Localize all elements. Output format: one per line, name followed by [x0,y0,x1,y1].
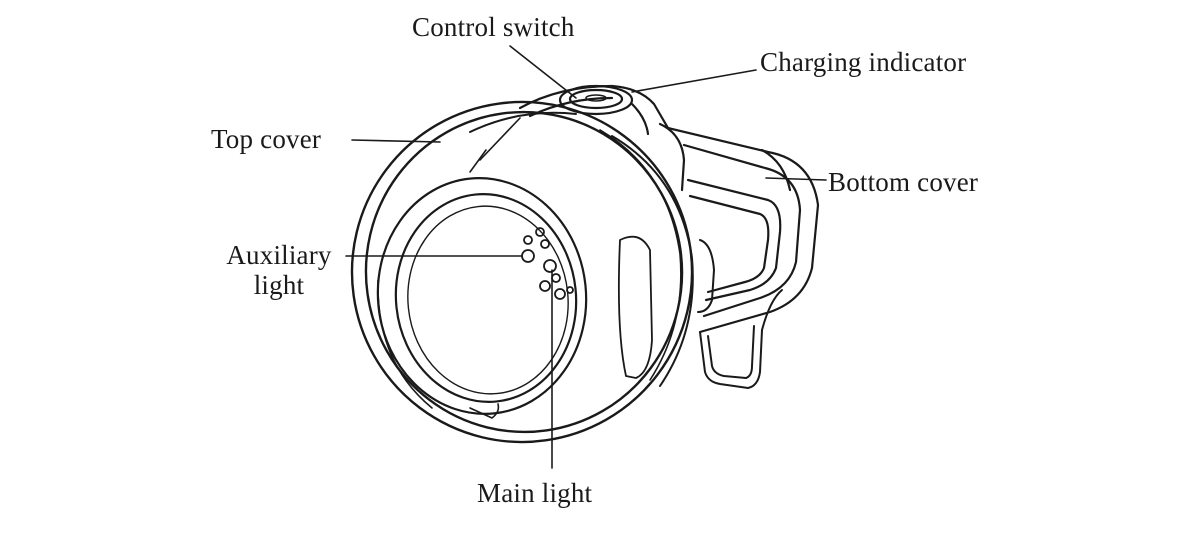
top-cover-label: Top cover [211,124,322,154]
leader-top-cover [351,139,441,143]
bottom-cover-shape [666,126,820,334]
auxiliary-light-label: Auxiliary light [209,240,349,300]
auxiliary-light-label-line1: Auxiliary [226,240,332,270]
top-cover-shape [350,100,694,444]
auxiliary-light-label-line2: light [253,270,305,300]
control-switch-housing [518,84,686,192]
charging-indicator-label: Charging indicator [760,47,967,77]
leader-control-switch [509,45,577,99]
leader-charging-indicator [631,69,757,93]
control-switch-label: Control switch [412,12,575,42]
main-light-lens [376,177,588,419]
main-light-label: Main light [477,478,593,508]
clip-bracket [697,239,783,389]
leader-lines [345,45,827,469]
leader-bottom-cover [765,177,827,181]
bottom-cover-label: Bottom cover [828,167,979,197]
